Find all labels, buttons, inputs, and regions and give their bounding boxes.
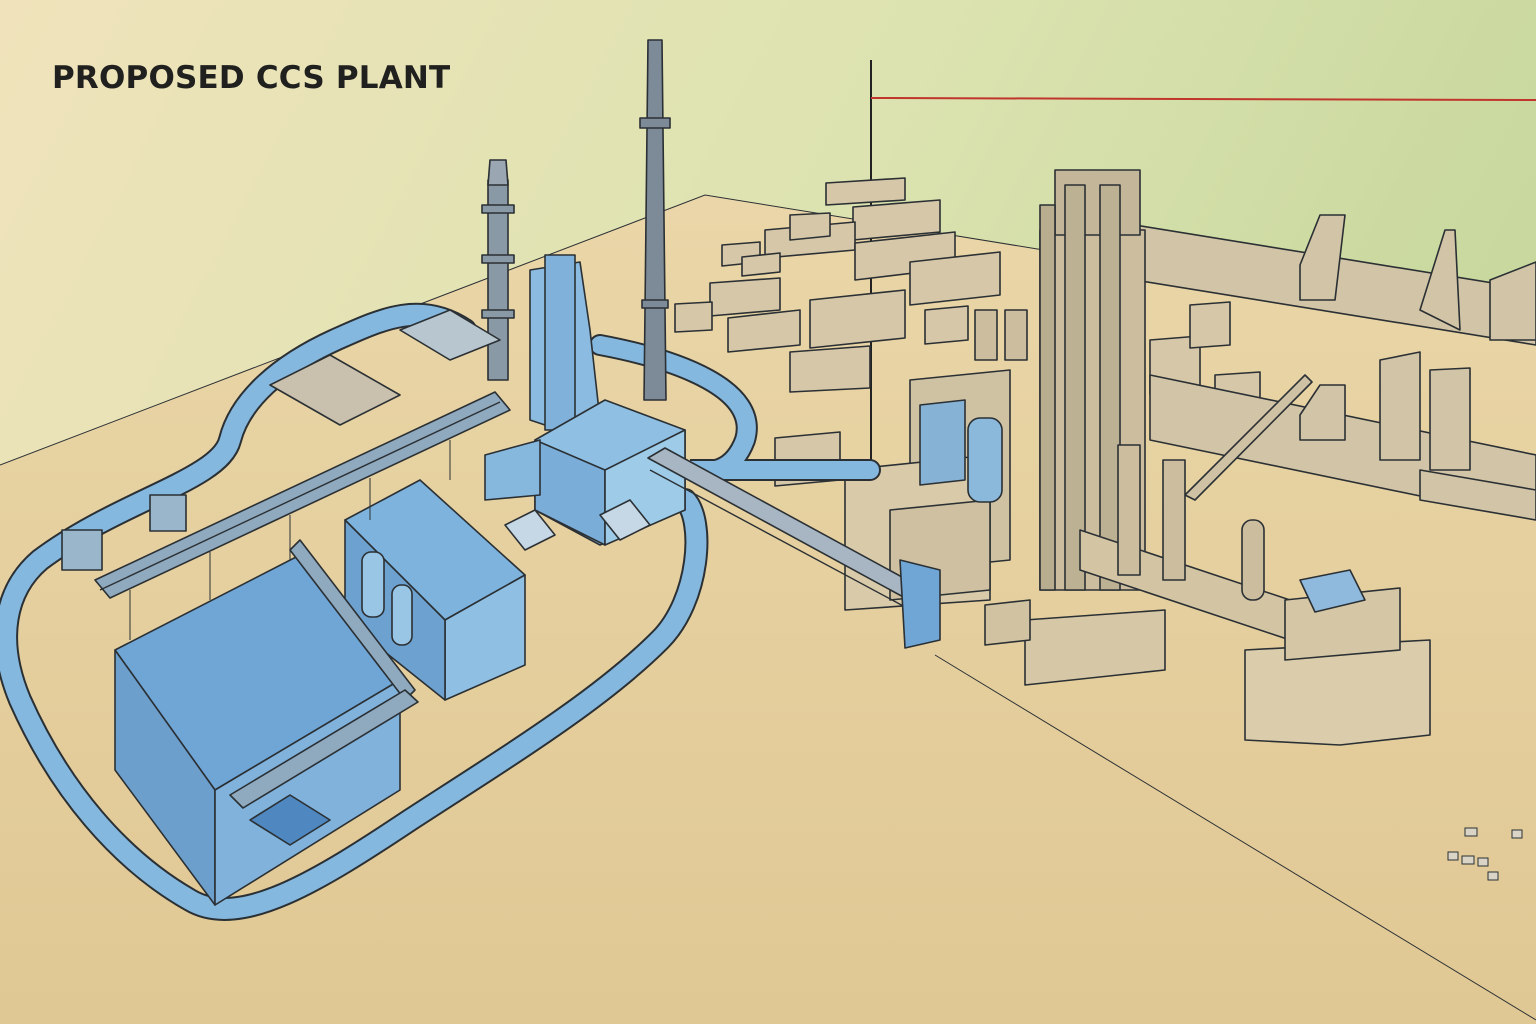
pipe-rack-secondary [229,539,419,809]
existing-process-block [844,309,1028,611]
main-stack [639,39,671,401]
auxiliary-units [269,309,651,551]
ground-edge-line [934,654,1536,1021]
storage-hall [114,554,401,906]
existing-plant-buildings [674,177,1261,487]
absorber-tower [481,159,601,431]
conveyor-bridge [647,447,941,649]
page-title: PROPOSED CCS PLANT [52,60,451,96]
pipe-rack-main [61,391,511,640]
parked-vehicles [1447,827,1523,881]
far-industrial-row [1134,214,1536,521]
diagonal-conveyor-right [1184,374,1313,501]
access-road [0,304,707,919]
compressor-building [344,479,526,701]
red-leader-line [870,97,1536,101]
right-foreground-buildings [984,444,1431,746]
